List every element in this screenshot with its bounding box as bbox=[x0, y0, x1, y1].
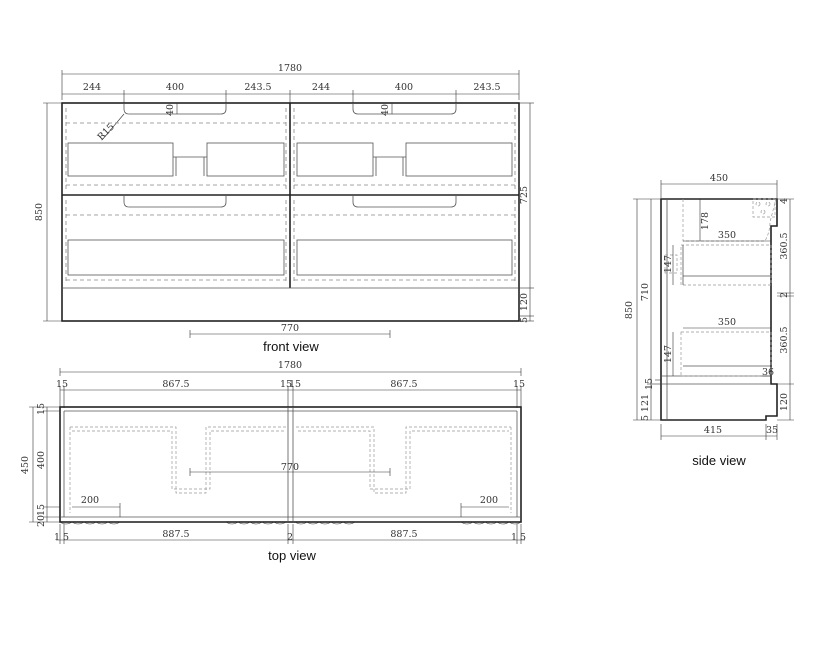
top-depth: 450 bbox=[20, 456, 31, 474]
side-inner-offset: 178 bbox=[700, 212, 711, 230]
top-inner-depth: 400 bbox=[36, 451, 47, 469]
front-overall-width: 1780 bbox=[278, 63, 302, 74]
top-half-left: 867.5 bbox=[162, 379, 189, 390]
front-radius: R15 bbox=[96, 122, 117, 143]
side-hole-b: 147 bbox=[663, 345, 674, 363]
front-drawer-height: 725 bbox=[519, 186, 530, 204]
top-b-edge-right-b: 5 bbox=[520, 532, 526, 543]
front-seg-right-2: 400 bbox=[395, 82, 413, 93]
top-cut-left: 200 bbox=[81, 495, 99, 506]
side-drawer: 710 bbox=[640, 283, 651, 301]
top-b-right: 887.5 bbox=[390, 529, 417, 540]
side-plinth: 120 bbox=[779, 393, 790, 411]
top-view: 1780 15 867.5 15 15 867.5 15 bbox=[20, 360, 526, 563]
top-view-caption: top view bbox=[268, 548, 316, 563]
top-edge-right: 15 bbox=[513, 379, 525, 390]
top-overall-width: 1780 bbox=[278, 360, 302, 371]
top-b-mid: 2 bbox=[287, 532, 293, 543]
side-hole-a: 147 bbox=[663, 255, 674, 273]
front-basin-span: 770 bbox=[281, 323, 299, 334]
top-basin-span: 770 bbox=[281, 462, 299, 473]
front-seg-left-1: 244 bbox=[83, 82, 101, 93]
side-plinth-a: 121 bbox=[640, 394, 651, 412]
side-drawer1-height: 360.5 bbox=[779, 232, 790, 259]
side-inner2: 350 bbox=[718, 317, 736, 328]
front-handle-depth-right: 40 bbox=[380, 104, 391, 116]
front-seg-right-3: 243.5 bbox=[473, 82, 500, 93]
top-top-gap: 15 bbox=[36, 403, 47, 415]
side-view-caption: side view bbox=[692, 453, 746, 468]
top-cut-right: 200 bbox=[480, 495, 498, 506]
top-half-right: 867.5 bbox=[390, 379, 417, 390]
front-bottom-gap: 5 bbox=[519, 317, 530, 323]
top-b-edge-right-a: 1 bbox=[511, 532, 517, 543]
top-mid-b: 15 bbox=[289, 379, 301, 390]
side-bottom-edge: 35 bbox=[766, 425, 778, 436]
side-small-b: 36 bbox=[762, 367, 774, 378]
side-inner1: 350 bbox=[718, 230, 736, 241]
side-depth: 450 bbox=[710, 173, 728, 184]
top-front-a: 20 bbox=[36, 515, 47, 527]
side-drawer2-height: 360.5 bbox=[779, 326, 790, 353]
front-plinth: 120 bbox=[519, 293, 530, 311]
front-seg-left-3: 243.5 bbox=[244, 82, 271, 93]
front-seg-left-2: 400 bbox=[166, 82, 184, 93]
front-view: 1780 244 400 243.5 244 400 243.5 40 40 R… bbox=[34, 63, 534, 354]
side-plinth-b: 5 bbox=[640, 415, 651, 421]
top-edge-left: 15 bbox=[56, 379, 68, 390]
top-b-edge-left-a: 1 bbox=[54, 532, 60, 543]
front-seg-right-1: 244 bbox=[312, 82, 330, 93]
front-view-caption: front view bbox=[263, 339, 319, 354]
side-height: 850 bbox=[624, 301, 635, 319]
side-top-gap: 4 bbox=[779, 198, 790, 204]
front-handle-depth-left: 40 bbox=[165, 104, 176, 116]
front-height: 850 bbox=[34, 203, 45, 221]
top-b-edge-left-b: 5 bbox=[63, 532, 69, 543]
top-b-left: 887.5 bbox=[162, 529, 189, 540]
top-front-b: 15 bbox=[36, 504, 47, 516]
side-gap: 2 bbox=[779, 292, 790, 298]
side-bottom-depth: 415 bbox=[704, 425, 722, 436]
side-view: 450 350 178 147 350 147 15 36 bbox=[624, 173, 794, 468]
top-mid-a: 15 bbox=[280, 379, 292, 390]
